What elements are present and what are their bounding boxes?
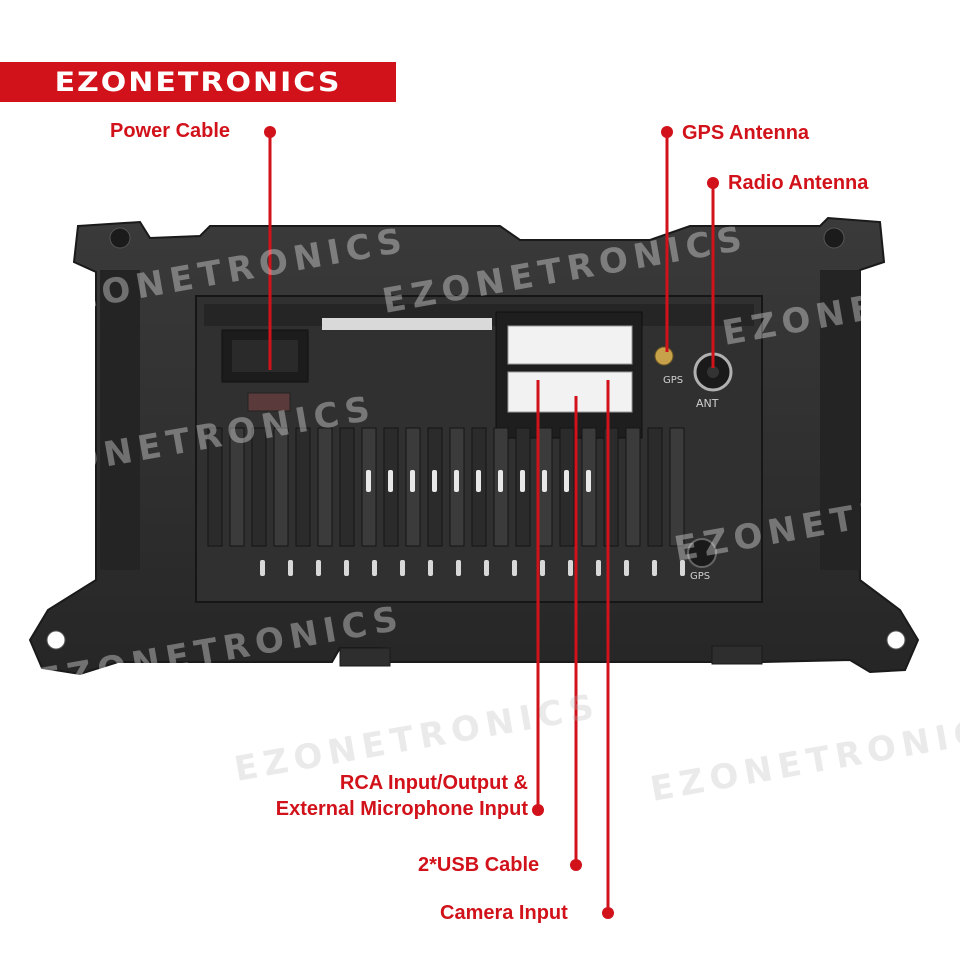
vent-slot (454, 470, 459, 492)
vent-slot (400, 560, 405, 576)
heatsink-fin (295, 427, 311, 547)
power-cable-label: Power Cable (110, 120, 231, 142)
brand-logo: EZONETRONICS (54, 66, 342, 98)
vent-slot (456, 560, 461, 576)
heatsink (207, 427, 685, 576)
heatsink-fin (625, 427, 641, 547)
heatsink-fin (251, 427, 267, 547)
gps-antenna-dot (661, 126, 673, 138)
usb-cable-label: 2*USB Cable (418, 854, 540, 876)
vent-slot (484, 560, 489, 576)
heatsink-fin (229, 427, 245, 547)
clip-tab (339, 647, 391, 667)
vent-slot (260, 560, 265, 576)
power-cable-dot (264, 126, 276, 138)
bottom-port (687, 538, 717, 568)
vent-slot (652, 560, 657, 576)
vent-slot (476, 470, 481, 492)
vent-slot (316, 560, 321, 576)
rca-mic-label: RCA Input/Output & External Microphone I… (224, 770, 528, 822)
left-rail (100, 270, 140, 570)
rca-mic-dot (532, 804, 544, 816)
vent-slot (520, 470, 525, 492)
vent-slot (568, 560, 573, 576)
camera-input-label: Camera Input (440, 902, 568, 924)
vent-slot (428, 560, 433, 576)
rca-label-line1: RCA Input/Output & (339, 772, 528, 794)
camera-input-dot (602, 907, 614, 919)
heatsink-fin (603, 427, 619, 547)
radio-antenna-label: Radio Antenna (728, 172, 869, 194)
mount-hole (46, 630, 66, 650)
vent-slot (586, 470, 591, 492)
vent-slot (432, 470, 437, 492)
vent-slot (542, 470, 547, 492)
heatsink-fin (339, 427, 355, 547)
mount-hole (823, 227, 845, 249)
mount-hole (886, 630, 906, 650)
heatsink-fin (669, 427, 685, 547)
usb-cable-dot (570, 859, 582, 871)
heatsink-fin (273, 427, 289, 547)
heatsink-fin (207, 427, 223, 547)
right-rail (820, 270, 860, 570)
clip-tab (711, 645, 763, 665)
gps-port-label: GPS (663, 375, 683, 386)
heatsink-fin (317, 427, 333, 547)
gps-antenna-label: GPS Antenna (682, 122, 810, 144)
power-connector (221, 329, 309, 412)
gps-port (654, 346, 674, 366)
leader-lines (268, 132, 715, 913)
vent-slot (540, 560, 545, 576)
vent-slot (366, 470, 371, 492)
vent-slot (388, 470, 393, 492)
vent-slot (344, 560, 349, 576)
vent-slot (288, 560, 293, 576)
vent-slot (596, 560, 601, 576)
vent-slot (624, 560, 629, 576)
vent-slot (680, 560, 685, 576)
antenna-port-label: ANT (696, 397, 719, 410)
radio-antenna-dot (707, 177, 719, 189)
vent-slot (564, 470, 569, 492)
rca-mic-connector (507, 325, 633, 365)
bottom-port-label: GPS (690, 571, 710, 582)
vent-slot (410, 470, 415, 492)
fuse (247, 392, 291, 412)
usb-camera-connector (507, 371, 633, 413)
vent-slot (512, 560, 517, 576)
rca-label-line2: External Microphone Input (275, 798, 528, 820)
mount-hole (109, 227, 131, 249)
serial-sticker (322, 318, 492, 330)
connector-block (495, 311, 643, 439)
vent-slot (372, 560, 377, 576)
vent-slot (498, 470, 503, 492)
heatsink-fin (647, 427, 663, 547)
brand-banner: EZONETRONICS (0, 62, 396, 102)
